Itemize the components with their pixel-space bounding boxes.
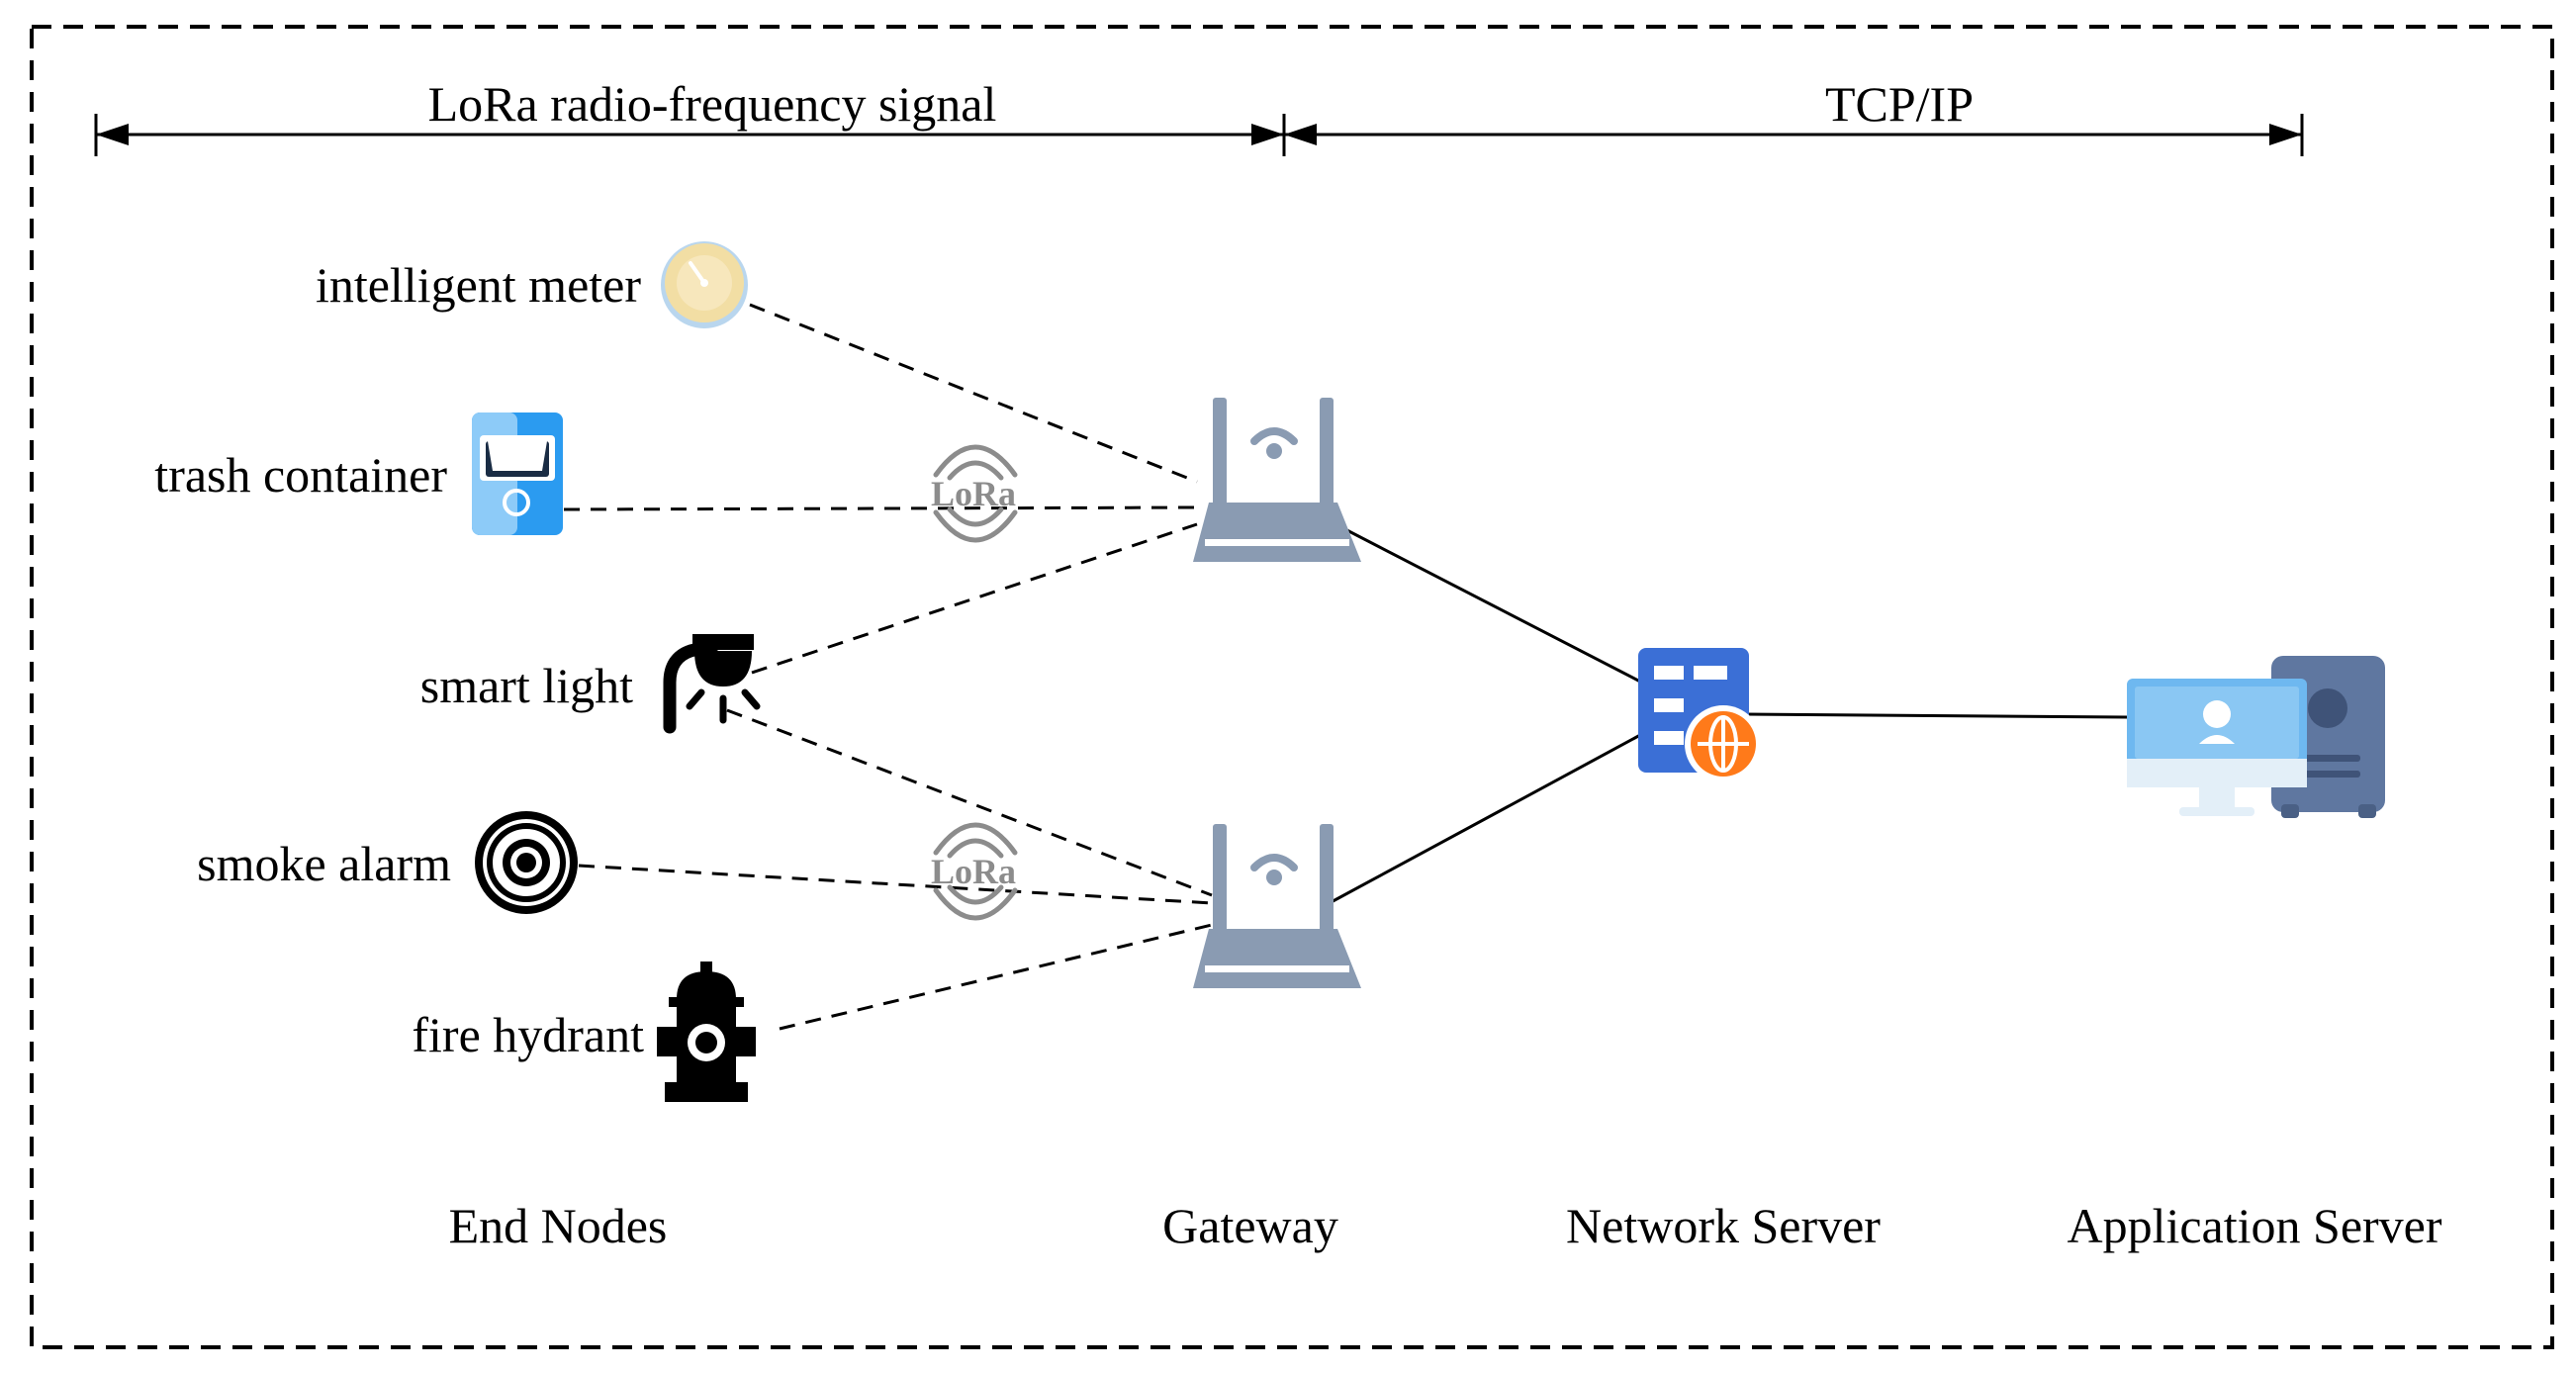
lora-badge-text: LoRa	[931, 474, 1016, 513]
fire-hydrant-icon	[657, 962, 756, 1102]
lora-signal-label: LoRa radio-frequency signal	[428, 76, 997, 132]
end-node-label-smart-light: smart light	[420, 658, 633, 713]
lora-badge	[933, 822, 1018, 921]
tcp-ip-label: TCP/IP	[1825, 76, 1974, 132]
lora-links	[563, 303, 1213, 1031]
gateway-icon	[1193, 398, 1361, 562]
outer-dashed-frame	[30, 25, 2554, 1349]
globe-icon	[1685, 705, 1762, 782]
tier-label-application-server: Application Server	[2067, 1198, 2441, 1253]
tier-label-network-server: Network Server	[1566, 1198, 1881, 1253]
end-node-label-smoke-alarm: smoke alarm	[197, 836, 451, 891]
tier-label-gateway: Gateway	[1162, 1198, 1338, 1253]
monitor-icon	[2127, 679, 2307, 816]
end-node-label-trash-container: trash container	[154, 447, 447, 503]
smoke-alarm-icon	[475, 811, 578, 914]
end-node-label-fire-hydrant: fire hydrant	[412, 1007, 644, 1062]
lora-badge	[933, 444, 1018, 543]
tcp-ip-range-arrow	[1284, 114, 2304, 156]
gateway-icon	[1193, 824, 1361, 988]
backhaul-links	[1325, 522, 2128, 907]
smart-light-icon	[663, 634, 761, 734]
meter-icon	[661, 241, 748, 328]
lora-badge-text: LoRa	[931, 852, 1016, 891]
lora-range-arrow	[94, 114, 1286, 156]
trash-container-icon	[472, 412, 563, 535]
tier-label-end-nodes: End Nodes	[449, 1198, 668, 1253]
end-node-label-intelligent-meter: intelligent meter	[316, 257, 641, 313]
